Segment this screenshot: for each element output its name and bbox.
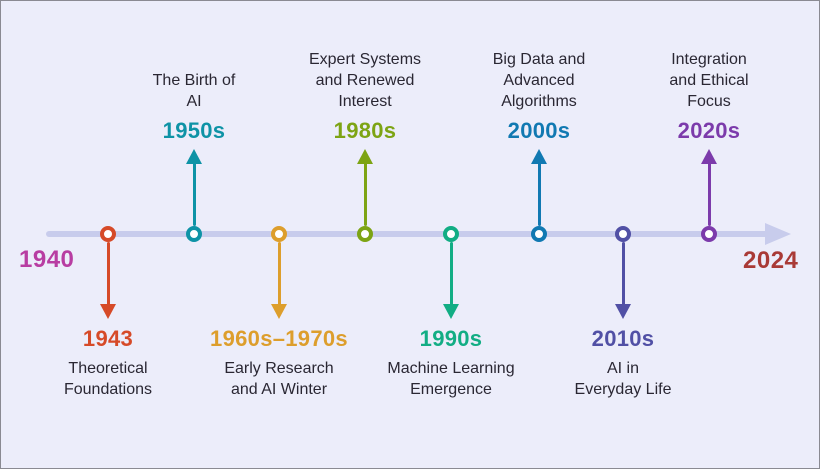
arrow-down-icon — [271, 304, 287, 319]
end-year-label: 2024 — [743, 247, 799, 274]
timeline-marker — [615, 226, 631, 242]
arrow-stem — [449, 242, 453, 306]
arrow-up-icon — [701, 149, 717, 164]
event-title: Expert Systems and Renewed Interest — [308, 51, 422, 110]
event-title: The Birth of AI — [152, 72, 236, 110]
arrow-down-icon — [443, 304, 459, 319]
timeline-event-2000s: 2000s Big Data and Advanced Algorithms — [449, 1, 629, 242]
event-title: Machine Learning Emergence — [387, 360, 515, 398]
arrow-up-icon — [531, 149, 547, 164]
timeline-event-1990s: 1990s Machine Learning Emergence — [361, 226, 541, 468]
arrow-stem — [363, 162, 367, 226]
arrow-up-icon — [186, 149, 202, 164]
arrow-stem — [537, 162, 541, 226]
event-title: Big Data and Advanced Algorithms — [492, 51, 586, 110]
timeline-marker — [443, 226, 459, 242]
event-decade-label: 1960s–1970s — [210, 326, 348, 351]
arrow-stem — [106, 242, 110, 306]
arrow-down-icon — [615, 304, 631, 319]
timeline-axis — [46, 231, 768, 237]
timeline-event-2010s: 2010s AI in Everyday Life — [533, 226, 713, 468]
event-decade-label: 1950s — [162, 118, 226, 143]
timeline-marker — [357, 226, 373, 242]
timeline-event-1943: 1943 Theoretical Foundations — [18, 226, 198, 468]
timeline-event-1980s: 1980s Expert Systems and Renewed Interes… — [275, 1, 455, 242]
event-title: Theoretical Foundations — [63, 360, 153, 398]
timeline-marker — [186, 226, 202, 242]
arrow-stem — [192, 162, 196, 226]
event-decade-label: 1943 — [82, 326, 134, 351]
event-decade-label: 2020s — [677, 118, 741, 143]
timeline-event-2020s: 2020s Integration and Ethical Focus — [619, 1, 799, 242]
event-decade-label: 1990s — [419, 326, 483, 351]
timeline-event-1950s: 1950s The Birth of AI — [104, 1, 284, 242]
timeline-marker — [531, 226, 547, 242]
arrow-up-icon — [357, 149, 373, 164]
event-title: Integration and Ethical Focus — [669, 51, 749, 110]
arrow-stem — [277, 242, 281, 306]
event-decade-label: 1980s — [333, 118, 397, 143]
event-decade-label: 2000s — [507, 118, 571, 143]
event-decade-label: 2010s — [591, 326, 655, 351]
arrow-stem — [707, 162, 711, 226]
arrow-stem — [621, 242, 625, 306]
timeline-marker — [701, 226, 717, 242]
timeline-event-1960s-1970s: 1960s–1970s Early Research and AI Winter — [189, 226, 369, 468]
timeline-marker — [271, 226, 287, 242]
timeline-marker — [100, 226, 116, 242]
event-title: AI in Everyday Life — [574, 360, 672, 398]
start-year-label: 1940 — [19, 246, 75, 273]
axis-arrowhead-icon — [765, 223, 791, 245]
event-title: Early Research and AI Winter — [224, 360, 334, 398]
arrow-down-icon — [100, 304, 116, 319]
